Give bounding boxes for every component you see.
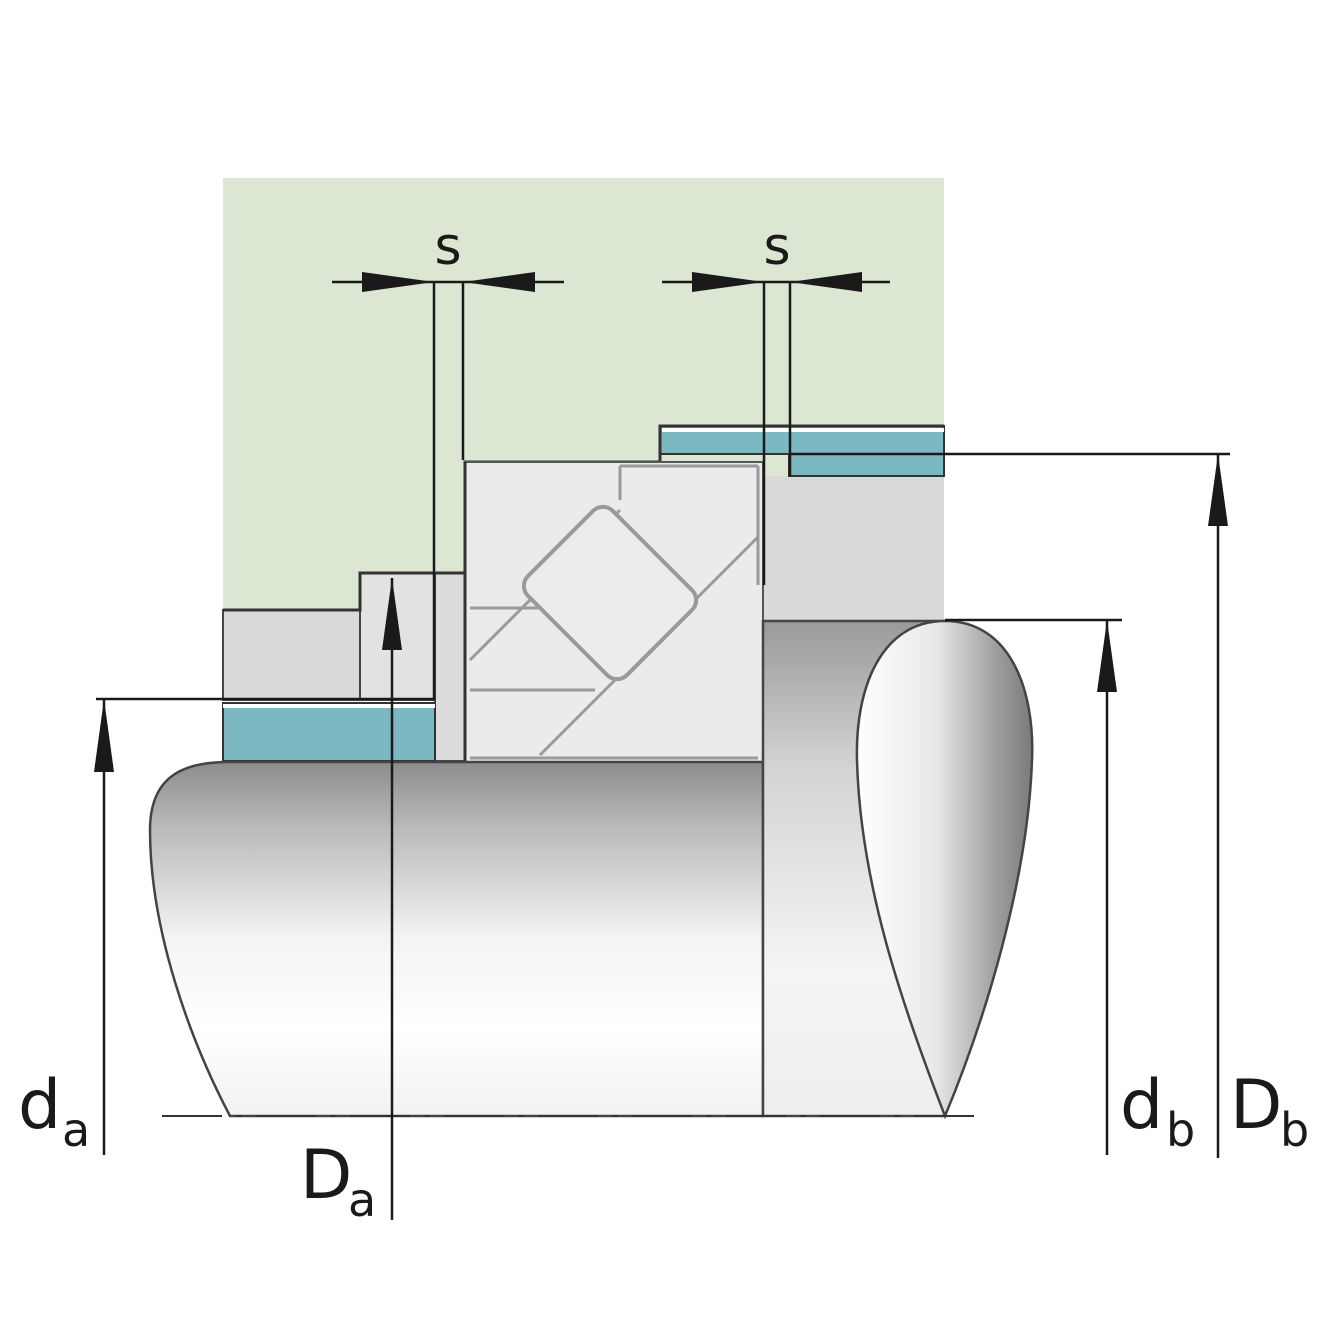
label-s-left: s	[434, 217, 461, 277]
left-sleeve	[222, 702, 436, 762]
arrow-right-icon	[362, 272, 434, 292]
left-shoulder-ring	[222, 609, 361, 701]
shaft-body	[148, 760, 765, 1118]
label-Da-sub: a	[348, 1173, 376, 1227]
label-db-sub: b	[1166, 1103, 1195, 1157]
arrow-left-icon	[463, 272, 535, 292]
arrow-up-icon	[1097, 620, 1117, 692]
arrow-up-icon	[94, 699, 114, 772]
label-Db-sub: b	[1280, 1103, 1309, 1157]
label-da-main: d	[18, 1066, 61, 1145]
arrow-left-icon	[790, 272, 862, 292]
label-s-right: s	[763, 217, 790, 277]
right-housing-face	[763, 476, 944, 621]
label-Db-main: D	[1230, 1066, 1282, 1145]
left-abutment	[434, 572, 466, 762]
label-Da-main: D	[300, 1136, 352, 1215]
label-da-sub: a	[62, 1103, 90, 1157]
label-db-main: d	[1120, 1066, 1163, 1145]
arrow-up-icon	[382, 578, 402, 650]
arrow-right-icon	[692, 272, 764, 292]
arrow-up-icon	[1208, 454, 1228, 526]
roller	[521, 504, 699, 682]
